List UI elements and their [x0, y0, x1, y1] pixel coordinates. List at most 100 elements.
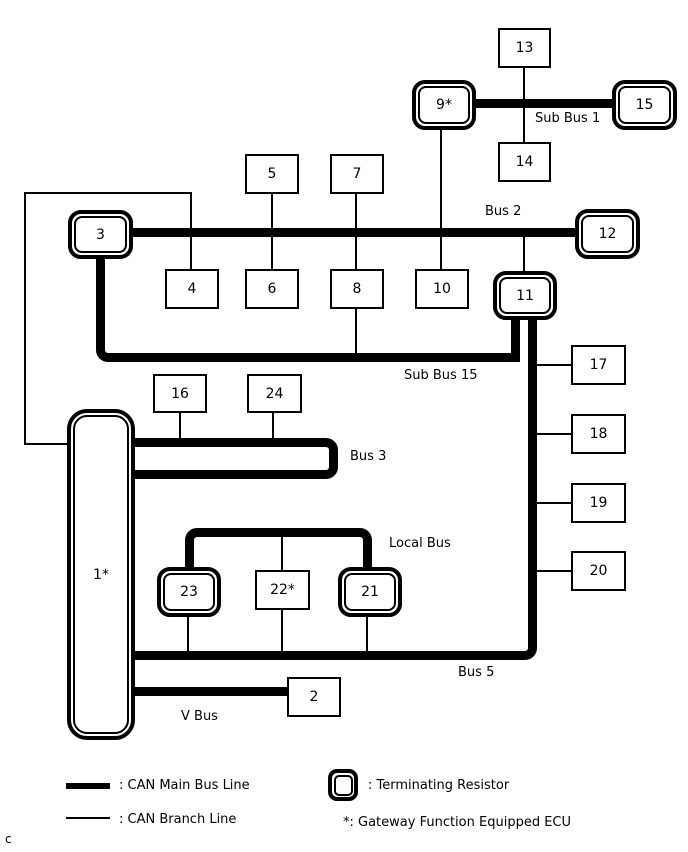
- ecu-label: 23: [180, 584, 198, 600]
- branch-line-20: [537, 570, 571, 572]
- terminating-resistor-box-12: 12: [575, 209, 640, 259]
- resistor-inner: 23: [163, 573, 215, 611]
- terminating-resistor-box-11: 11: [493, 271, 557, 320]
- legend-main-bus-label: : CAN Main Bus Line: [119, 778, 250, 793]
- bus-5-line: [133, 300, 537, 660]
- footnote-letter: c: [5, 832, 12, 846]
- ecu-box-13: 13: [498, 28, 551, 68]
- terminating-resistor-box-9: 9*: [412, 80, 476, 130]
- legend-terminator-label: : Terminating Resistor: [368, 778, 510, 793]
- legend-branch-swatch: [66, 817, 110, 819]
- terminating-resistor-box-1: 1*: [67, 409, 135, 740]
- terminating-resistor-box-3: 3: [68, 210, 133, 259]
- sub-bus-15-riser: [511, 303, 520, 362]
- ecu-box-8: 8: [330, 269, 384, 309]
- branch-line-17: [537, 364, 571, 366]
- resistor-inner: 1*: [73, 415, 129, 734]
- ecu-label: 24: [265, 385, 284, 402]
- local-bus-line: [185, 528, 372, 578]
- branch-line-21-bus5: [366, 614, 368, 654]
- sub-bus-1-label: Sub Bus 1: [535, 111, 601, 126]
- sub-bus-15-line: [96, 250, 520, 362]
- branch-line-8-bus2: [355, 232, 357, 272]
- ecu-label: 19: [589, 495, 608, 511]
- ecu-box-6: 6: [245, 269, 299, 309]
- branch-line-to-ecu1: [24, 443, 70, 445]
- ecu-label: 8: [352, 281, 362, 297]
- branch-line-19: [537, 502, 571, 504]
- ecu-label: 21: [361, 584, 379, 600]
- branch-line-23-bus5: [187, 614, 189, 654]
- terminating-resistor-box-23: 23: [157, 567, 221, 617]
- terminating-resistor-box-15: 15: [612, 80, 677, 130]
- ecu-box-10: 10: [415, 269, 469, 309]
- ecu-label: 10: [433, 281, 451, 297]
- branch-line-16: [179, 411, 181, 440]
- ecu-label: 14: [515, 154, 534, 170]
- v-bus-line: [133, 687, 290, 696]
- branch-line-18: [537, 433, 571, 435]
- bus-2-line: [100, 228, 600, 237]
- local-bus-label: Local Bus: [389, 536, 451, 551]
- branch-line-5: [271, 192, 273, 232]
- resistor-inner: [333, 774, 353, 796]
- branch-line-far-left-vertical: [24, 192, 26, 445]
- ecu-box-2: 2: [287, 677, 341, 717]
- v-bus-label: V Bus: [181, 709, 218, 724]
- resistor-inner: 15: [618, 86, 671, 124]
- bus-3-line: [133, 438, 338, 479]
- bus-3-label: Bus 3: [350, 449, 387, 464]
- ecu-label: 11: [516, 287, 534, 304]
- terminating-resistor-box-21: 21: [338, 567, 402, 617]
- branch-line-9-bus2-10: [440, 128, 442, 271]
- ecu-box-18: 18: [571, 414, 626, 454]
- legend-main-bus-swatch: [66, 783, 110, 789]
- ecu-label: 15: [635, 97, 654, 113]
- ecu-box-24: 24: [247, 374, 302, 413]
- ecu-box-5: 5: [245, 154, 299, 194]
- resistor-inner: 3: [74, 216, 127, 253]
- ecu-label: 2: [309, 689, 319, 705]
- legend-gateway-label: *: Gateway Function Equipped ECU: [343, 815, 572, 830]
- ecu-box-4: 4: [165, 269, 219, 309]
- ecu-label: 7: [352, 166, 362, 182]
- ecu-label: 3: [96, 226, 105, 243]
- ecu-label: 9*: [436, 97, 452, 113]
- resistor-inner: 9*: [418, 86, 470, 124]
- branch-line-8-subbus15: [355, 307, 357, 355]
- ecu-box-7: 7: [330, 154, 384, 194]
- ecu-label: 4: [187, 281, 197, 297]
- resistor-inner: 11: [499, 277, 551, 314]
- branch-line-7: [355, 192, 357, 232]
- sub-bus-15-label: Sub Bus 15: [404, 368, 478, 383]
- ecu-label: 12: [598, 226, 617, 242]
- branch-line-22-localbus: [281, 535, 283, 572]
- branch-line-6: [271, 232, 273, 272]
- ecu-label: 20: [589, 563, 608, 579]
- ecu-box-17: 17: [571, 345, 626, 385]
- ecu-box-20: 20: [571, 551, 626, 591]
- branch-line-24: [272, 411, 274, 440]
- bus-2-label: Bus 2: [485, 204, 522, 219]
- ecu-label: 13: [515, 40, 534, 56]
- ecu-label: 1*: [93, 566, 109, 583]
- branch-line-11-bus2: [523, 232, 525, 273]
- ecu-label: 6: [267, 281, 277, 297]
- ecu-box-19: 19: [571, 483, 626, 523]
- bus-5-label: Bus 5: [458, 665, 495, 680]
- sub-bus-1-line: [440, 99, 644, 108]
- ecu-label: 5: [267, 166, 277, 182]
- ecu-box-16: 16: [153, 374, 207, 413]
- ecu-label: 18: [589, 426, 608, 442]
- branch-line-top-left-horizontal: [24, 192, 192, 194]
- ecu-label: 16: [171, 385, 189, 402]
- resistor-inner: 21: [344, 573, 396, 611]
- resistor-inner: 12: [581, 215, 634, 253]
- ecu-box-14: 14: [498, 142, 551, 182]
- ecu-box-22: 22*: [255, 570, 310, 610]
- ecu-label: 17: [589, 357, 608, 373]
- legend-branch-label: : CAN Branch Line: [119, 812, 237, 827]
- ecu-label: 22*: [270, 582, 295, 598]
- branch-line-22-bus5: [281, 607, 283, 654]
